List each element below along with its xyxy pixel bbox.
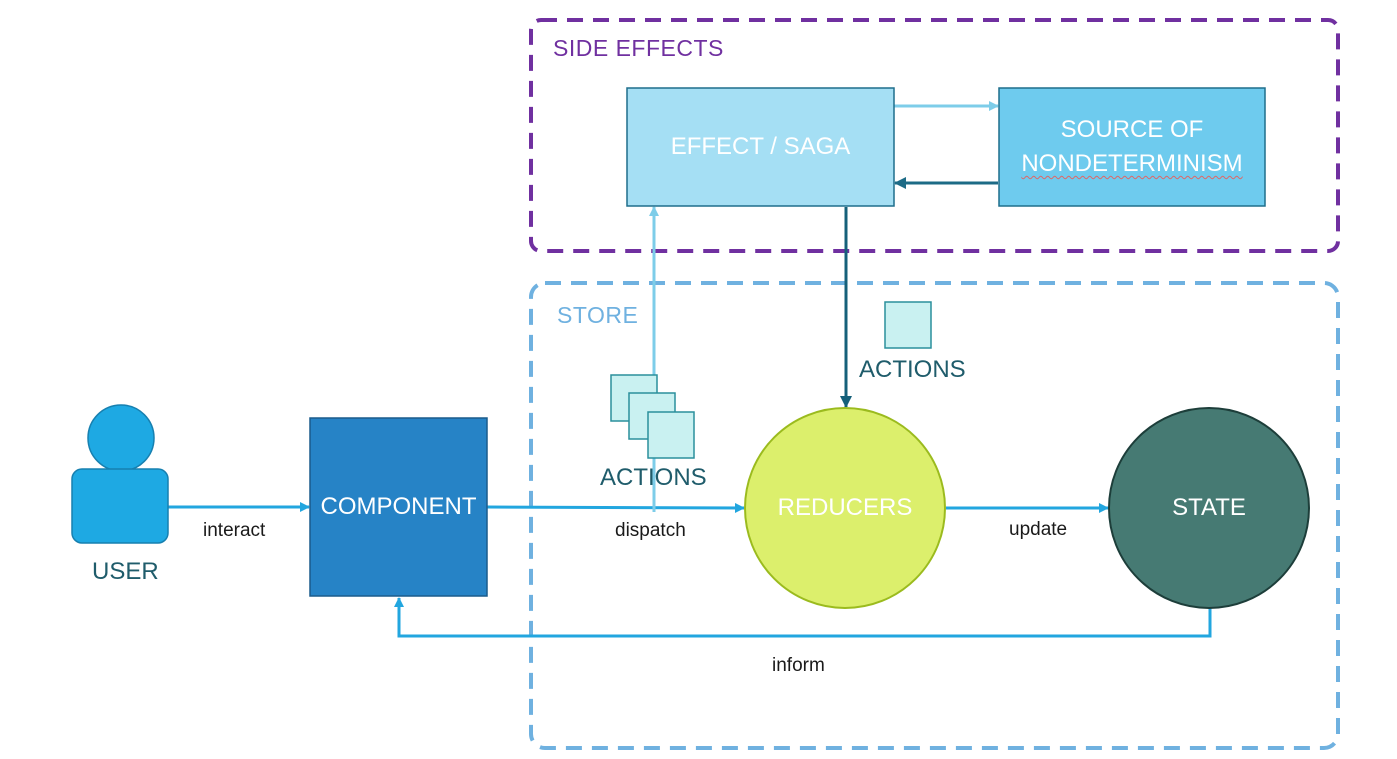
state-label: STATE bbox=[1172, 494, 1246, 521]
interact-label: interact bbox=[203, 520, 266, 541]
actions-stack-label: ACTIONS bbox=[600, 464, 707, 491]
reducers-circle bbox=[744, 407, 946, 609]
nondeterminism-label: SOURCE OF NONDETERMINISM bbox=[999, 88, 1265, 206]
dispatch-arrow bbox=[486, 502, 745, 513]
action-single-icon bbox=[884, 301, 932, 349]
user-label: USER bbox=[92, 558, 159, 585]
side-effects-title: SIDE EFFECTS bbox=[553, 35, 724, 61]
actions-stack-icon bbox=[610, 374, 695, 459]
side-effects-group bbox=[529, 18, 1340, 253]
inform-label: inform bbox=[772, 655, 825, 676]
effect-saga-label: EFFECT / SAGA bbox=[670, 133, 851, 160]
actions-single-label: ACTIONS bbox=[859, 356, 966, 383]
effect-saga-box bbox=[626, 87, 895, 207]
state-circle bbox=[1108, 407, 1310, 609]
user-icon bbox=[71, 404, 169, 544]
update-label: update bbox=[1009, 519, 1068, 540]
store-group bbox=[529, 281, 1340, 750]
dispatch-label: dispatch bbox=[615, 520, 686, 541]
store-title: STORE bbox=[557, 302, 639, 328]
nondeterminism-label-line1: SOURCE OF bbox=[1060, 116, 1204, 143]
reducers-label: REDUCERS bbox=[777, 494, 913, 521]
component-box bbox=[309, 417, 488, 597]
inform-arrow bbox=[394, 597, 1212, 638]
nondeterminism-box bbox=[998, 87, 1266, 207]
component-label: COMPONENT bbox=[320, 493, 477, 520]
nondeterminism-label-line2: NONDETERMINISM bbox=[1021, 150, 1243, 177]
